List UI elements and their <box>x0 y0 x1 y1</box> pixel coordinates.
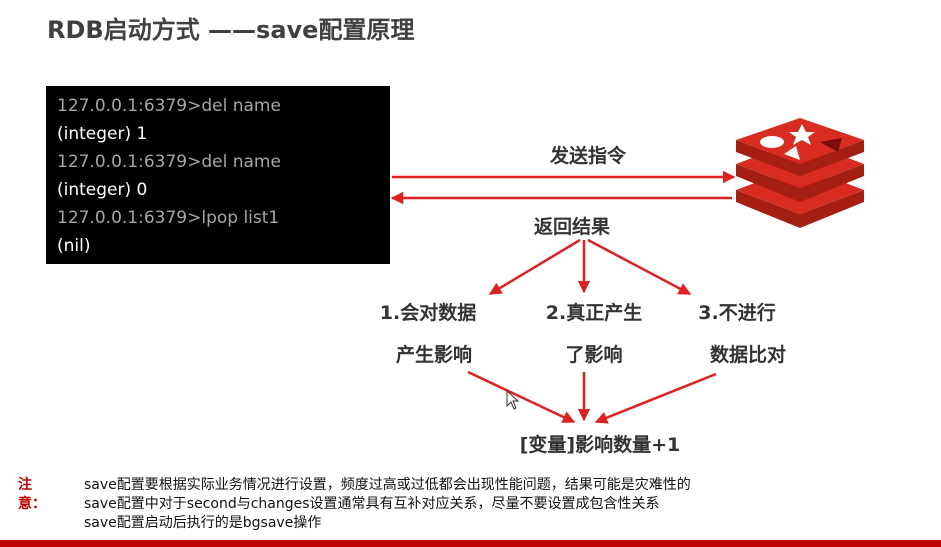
outcome-3-line1: 3.不进行 <box>698 302 776 324</box>
result-label: [变量]影响数量+1 <box>519 434 681 456</box>
outcome-3-line2: 数据比对 <box>709 344 787 366</box>
merge-arrow-right <box>594 372 717 424</box>
terminal-line: 127.0.0.1:6379>del name <box>57 96 281 116</box>
note-line: save配置启动后执行的是bgsave操作 <box>84 515 322 531</box>
terminal-line: (integer) 0 <box>57 180 148 200</box>
outcome-1-line2: 产生影响 <box>395 344 473 366</box>
mouse-cursor-icon <box>506 390 520 410</box>
branch-arrow-right <box>587 238 692 296</box>
terminal-line: 127.0.0.1:6379>lpop list1 <box>57 208 280 228</box>
bottom-accent-bar <box>0 540 941 547</box>
terminal-line: (nil) <box>57 236 91 256</box>
page-title: RDB启动方式 ——save配置原理 <box>47 16 415 44</box>
return-result-label: 返回结果 <box>533 216 611 238</box>
note-line: save配置中对于second与changes设置通常具有互补对应关系，尽量不要… <box>84 496 660 512</box>
terminal-line: 127.0.0.1:6379>del name <box>57 152 281 172</box>
note-label: 注意： <box>18 477 46 512</box>
branch-arrow-left <box>488 238 581 296</box>
merge-arrow-left <box>467 370 576 424</box>
note-line: save配置要根据实际业务情况进行设置，频度过高或过低都会出现性能问题，结果可能… <box>84 477 691 493</box>
outcome-1-line1: 1.会对数据 <box>379 302 477 324</box>
terminal-line: (integer) 1 <box>57 124 148 144</box>
note-lines: save配置要根据实际业务情况进行设置，频度过高或过低都会出现性能问题，结果可能… <box>84 476 691 533</box>
outcome-2-line2: 了影响 <box>565 344 623 366</box>
terminal-panel: 127.0.0.1:6379>del name (integer) 1 127.… <box>46 86 390 264</box>
redis-logo-icon <box>736 118 864 228</box>
outcome-2-line1: 2.真正产生 <box>545 302 643 324</box>
send-command-label: 发送指令 <box>549 145 627 167</box>
